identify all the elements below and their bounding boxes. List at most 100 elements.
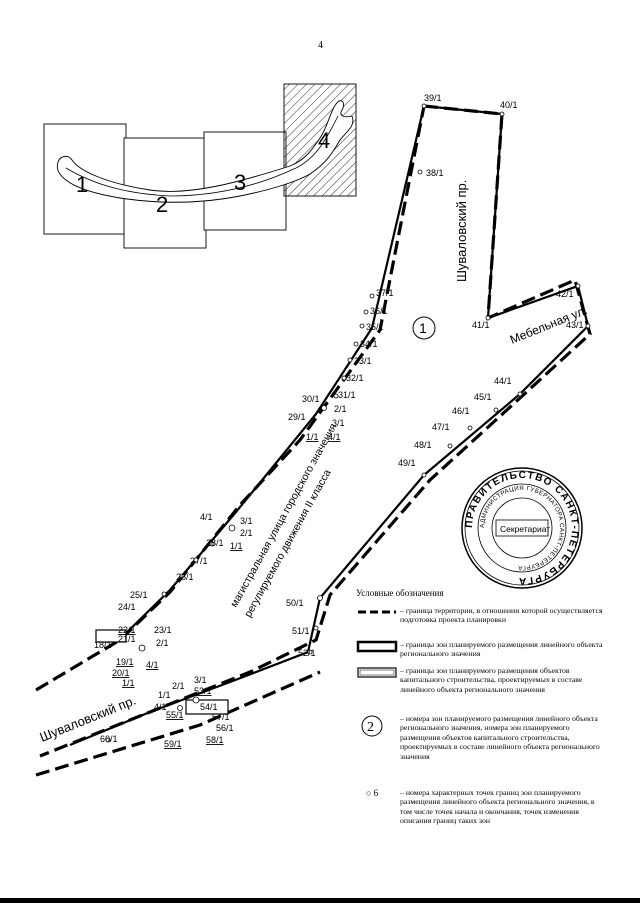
point-marker: [485, 315, 491, 321]
point-label: 3/1: [332, 418, 345, 428]
point-label: 22/1: [118, 625, 136, 635]
point-label: 37/1: [376, 288, 394, 298]
point-marker: [341, 375, 347, 381]
point-label: 56/1: [216, 723, 234, 733]
point-label: 42/1: [556, 289, 574, 299]
point-label: 31/1: [338, 390, 356, 400]
point-marker: [353, 341, 359, 347]
point-label: 48/1: [414, 440, 432, 450]
point-marker: [467, 425, 473, 431]
point-label: 18/1: [94, 640, 112, 650]
street-shuvalovsky-top: Шуваловский пр.: [454, 180, 469, 282]
point-label: 36/1: [370, 306, 388, 316]
legend-circle-number: 2: [367, 720, 374, 735]
point-marker: [493, 407, 499, 413]
point-label: 2/1: [334, 404, 347, 414]
point-marker: [179, 573, 185, 579]
construction-zones: [95, 629, 229, 715]
dashed-line-icon: [358, 610, 396, 614]
thick-rect-icon: [356, 640, 398, 653]
point-marker: [333, 393, 339, 399]
point-marker: [193, 557, 199, 563]
point-label: 58/1: [206, 735, 224, 745]
legend-text: – номера зон планируемого размещения лин…: [400, 714, 600, 761]
point-marker: [307, 649, 313, 655]
point-marker: [317, 595, 323, 601]
point-label: 2/1: [240, 528, 253, 538]
legend-text: – границы зон планируемого размещения ли…: [400, 640, 603, 659]
point-label: 32/1: [346, 373, 364, 383]
page-number: 4: [318, 40, 323, 51]
point-marker: [421, 103, 427, 109]
point-label: 24/1: [118, 602, 136, 612]
point-label: 25/1: [130, 590, 148, 600]
point-label: 1/1: [122, 678, 135, 688]
key-map: 1 2 3 4: [43, 83, 357, 249]
point-label: 27/1: [190, 556, 208, 566]
point-marker: [499, 111, 505, 117]
point-label: 54/1: [200, 702, 218, 712]
point-marker: [313, 625, 319, 631]
construction-zone-a: [95, 629, 127, 643]
official-stamp: ПРАВИТЕЛЬСТВО САНКТ-ПЕТЕРБУРГА АДМИНИСТР…: [461, 467, 583, 589]
key-map-label-3: 3: [234, 170, 246, 195]
point-label: 57/1: [212, 712, 230, 722]
point-label: 2/1: [172, 681, 185, 691]
point-marker: [138, 644, 146, 652]
double-rect-icon: [357, 667, 397, 678]
point-label: 34/1: [360, 339, 378, 349]
point-marker: [585, 323, 591, 329]
point-label: 1/1: [158, 690, 171, 700]
point-label: 2/1: [156, 638, 169, 648]
point-label: 51/1: [292, 626, 310, 636]
point-marker: [359, 323, 365, 329]
point-marker: [347, 357, 353, 363]
point-marker: [177, 705, 183, 711]
bottom-rule: [0, 898, 640, 903]
zone-boundary: [69, 104, 590, 747]
zone-number-marker: 1: [412, 316, 436, 340]
point-label: 50/1: [286, 598, 304, 608]
point-label: 29/1: [288, 412, 306, 422]
point-label: 55/1: [166, 710, 184, 720]
point-marker: [209, 541, 215, 547]
point-label: 20/1: [112, 668, 130, 678]
point-label: 3/1: [240, 516, 253, 526]
key-map-axis: [65, 115, 339, 197]
point-label: 43/1: [566, 320, 584, 330]
legend-text: – граница территории, в отношении которо…: [400, 606, 603, 625]
point-marker: [161, 591, 167, 597]
point-label: 45/1: [474, 392, 492, 402]
point-label: 49/1: [398, 458, 416, 468]
point-label: 35/1: [366, 322, 384, 332]
point-marker: [575, 283, 581, 289]
characteristic-points: [105, 103, 591, 743]
point-label: 19/1: [116, 657, 134, 667]
point-label: 38/1: [426, 168, 444, 178]
key-map-label-4: 4: [318, 128, 330, 153]
point-marker: [417, 169, 423, 175]
stamp-center-text: Секретариат: [500, 524, 550, 534]
point-label: 3/1: [194, 675, 207, 685]
legend-text: – границы зон планируемого размещения об…: [400, 666, 583, 694]
point-marker: [105, 737, 111, 743]
point-label: 60/1: [100, 734, 118, 744]
point-marker: [369, 293, 375, 299]
point-label: 47/1: [432, 422, 450, 432]
point-label: 26/1: [176, 572, 194, 582]
point-marker: [228, 524, 236, 532]
point-marker: [447, 443, 453, 449]
point-label: 4/1: [200, 512, 213, 522]
construction-zone-b: [185, 699, 229, 715]
point-label: 28/1: [206, 538, 224, 548]
point-label: 1/1: [230, 541, 243, 551]
point-label: 30/1: [302, 394, 320, 404]
legend-title: Условные обозначения: [356, 588, 444, 598]
key-map-label-2: 2: [156, 192, 168, 217]
key-map-label-1: 1: [76, 172, 88, 197]
point-label: 40/1: [500, 100, 518, 110]
point-label: 46/1: [452, 406, 470, 416]
point-label: 53/1: [194, 686, 212, 696]
point-label: 33/1: [354, 356, 372, 366]
